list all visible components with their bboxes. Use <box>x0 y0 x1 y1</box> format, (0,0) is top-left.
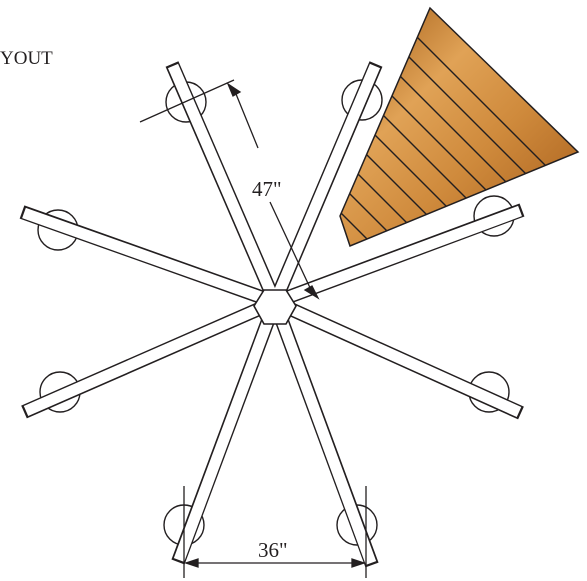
spacing-dimension <box>183 486 367 578</box>
spokes <box>19 61 525 568</box>
center-hub <box>253 289 297 325</box>
radius-label: 47" <box>252 177 282 201</box>
spacing-label: 36" <box>258 538 288 562</box>
layout-heading: YOUT <box>0 48 53 69</box>
radius-dimension <box>139 79 320 300</box>
